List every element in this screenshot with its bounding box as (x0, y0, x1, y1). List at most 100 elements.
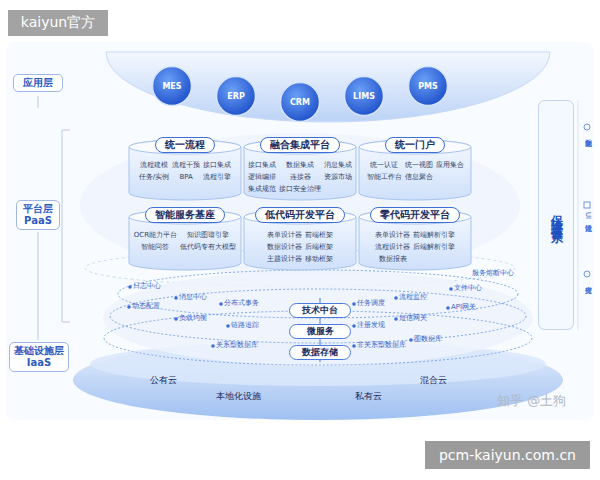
capability-item: 连接器 (279, 173, 321, 182)
service-label: 动态配置 (132, 301, 160, 311)
platform-cylinder: 统一门户统一认证统一视图应用集合智能工作台信息聚合 (359, 140, 471, 200)
platform-title: 统一流程 (155, 137, 215, 153)
service-label: 分布式事务 (224, 298, 259, 308)
capability-item: 表单设计器 (375, 231, 410, 240)
capability-item: 应用集合 (436, 161, 464, 170)
capability-item: 消息集成 (324, 161, 352, 170)
platform-title: 零代码开发平台 (370, 207, 460, 223)
system-name: MES (162, 82, 181, 91)
support-item: UI设计规范 (583, 212, 593, 219)
cloud-label: 公有云 (150, 374, 177, 387)
app-circle: LIMS (344, 76, 384, 116)
watermark: pcm-kaiyun.com.cn (425, 441, 590, 469)
service-label: 流程监控 (399, 292, 427, 302)
service-label: 文件中心 (454, 283, 482, 293)
capability-item: 知识图谱引擎 (180, 231, 236, 240)
layer-pill: 技术中台 (289, 303, 351, 318)
app-circle: PMS (408, 66, 448, 106)
cloud-label: 混合云 (420, 374, 447, 387)
capability-item: 数据设计器 (267, 243, 302, 252)
capability-item: 信息聚合 (405, 173, 433, 182)
service-label: 日志中心 (133, 281, 161, 291)
watermark: 知乎 @土狗 (497, 392, 566, 410)
capability-item: 流程干预 (172, 161, 200, 170)
cloud-label: 本地化设施 (216, 390, 261, 403)
capability-item: OCR能力平台 (134, 231, 177, 240)
storage-label: 关系型数据库 (216, 340, 258, 350)
platform-title: 低代码开发平台 (255, 207, 345, 223)
capability-item: 移动框架 (305, 255, 333, 264)
system-name: PMS (418, 82, 438, 91)
infrastructure-base (73, 340, 563, 420)
cloud-label: 私有云 (355, 390, 382, 403)
capability-item: 表单设计器 (267, 231, 302, 240)
capability-item: 低代码专有大模型 (180, 243, 236, 252)
storage-label: 非关系型数据库 (357, 340, 406, 350)
capability-item: 资源市场 (324, 173, 352, 182)
support-title: 保障支撑体系 (548, 206, 565, 224)
platform-title: 统一门户 (385, 137, 445, 153)
platform-title: 智能服务基座 (145, 207, 225, 223)
system-name: LIMS (353, 92, 375, 101)
platform-halo (80, 133, 520, 277)
capability-item: 智能问答 (134, 243, 177, 252)
service-label: 任务调度 (357, 298, 385, 308)
layer-pill: 微服务 (289, 324, 351, 339)
capability-item: 集成规范 (248, 185, 276, 194)
app-circle: MES (152, 66, 192, 106)
system-name: ERP (227, 92, 245, 101)
capability-item: 流程设计器 (375, 243, 410, 252)
application-band (106, 52, 550, 122)
capability-item: 后端解析引擎 (413, 243, 455, 252)
capability-item: 后端框架 (305, 243, 333, 252)
platform-cylinder: 融合集成平台接口集成数据集成消息集成逻辑编排连接器资源市场集成规范接口安全治理 (244, 140, 356, 200)
platform-cylinder: 统一流程流程建模流程干预接口集成任务/实例BPA流程引擎 (129, 140, 241, 200)
app-circle: CRM (280, 82, 320, 122)
service-label: 服务熔断中心 (472, 268, 514, 278)
capability-item: 统一认证 (367, 161, 402, 170)
service-ring (110, 289, 526, 343)
layer-name: 微服务 (307, 326, 334, 337)
capability-item: 主题设计器 (267, 255, 302, 264)
capability-item: 智能工作台 (367, 173, 402, 182)
service-label: 注册发现 (357, 320, 385, 330)
storage-label: 图数据库 (414, 334, 442, 344)
middle-layer-disc (103, 270, 533, 366)
service-label: API网关 (451, 302, 476, 312)
platform-cylinder: 零代码开发平台表单设计器前端解析引擎流程设计器后端解析引擎数据报表 (359, 210, 471, 270)
service-label: 短信网关 (399, 313, 427, 323)
app-circle: ERP (216, 76, 256, 116)
layer-name: 数据存储 (302, 347, 338, 358)
support-panel: 保障支撑体系 (538, 100, 574, 330)
capability-item: BPA (172, 173, 200, 182)
capability-item: 前端解析引擎 (413, 231, 455, 240)
capability-item: 接口安全治理 (279, 185, 321, 194)
system-name: CRM (290, 98, 310, 107)
layer-pill: 数据存储 (289, 345, 351, 360)
tech-ring (118, 270, 518, 318)
capability-item: 数据报表 (375, 255, 410, 264)
platform-cylinder: 低代码开发平台表单设计器前端框架数据设计器后端框架主题设计器移动框架 (244, 210, 356, 270)
layer-label: 应用层 (13, 74, 63, 92)
layer-label: 基础设施层 IaaS (9, 342, 69, 372)
capability-item: 接口集成 (203, 161, 231, 170)
ring-dots (127, 285, 453, 348)
capability-item: 统一视图 (405, 161, 433, 170)
capability-item: 流程引擎 (203, 173, 231, 182)
capability-item: 任务/实例 (139, 173, 169, 182)
capability-item: 数据集成 (279, 161, 321, 170)
capability-item: 流程建模 (139, 161, 169, 170)
watermark: kaiyun官方 (8, 10, 108, 36)
storage-ring (104, 311, 532, 365)
capability-item: 接口集成 (248, 161, 276, 170)
layer-name: 技术中台 (302, 305, 338, 316)
panel-background (6, 42, 594, 420)
service-label: 负载均衡 (179, 313, 207, 323)
platform-cylinder: 智能服务基座 OCR能力平台知识图谱引擎智能问答低代码专有大模型 (129, 210, 241, 270)
capability-item: 逻辑编排 (248, 173, 276, 182)
layer-label: 平台层 PaaS (16, 200, 60, 230)
capability-item: 前端框架 (305, 231, 333, 240)
platform-title: 融合集成平台 (260, 137, 340, 153)
service-label: 消息中心 (179, 292, 207, 302)
service-label: 链路追踪 (231, 320, 259, 330)
